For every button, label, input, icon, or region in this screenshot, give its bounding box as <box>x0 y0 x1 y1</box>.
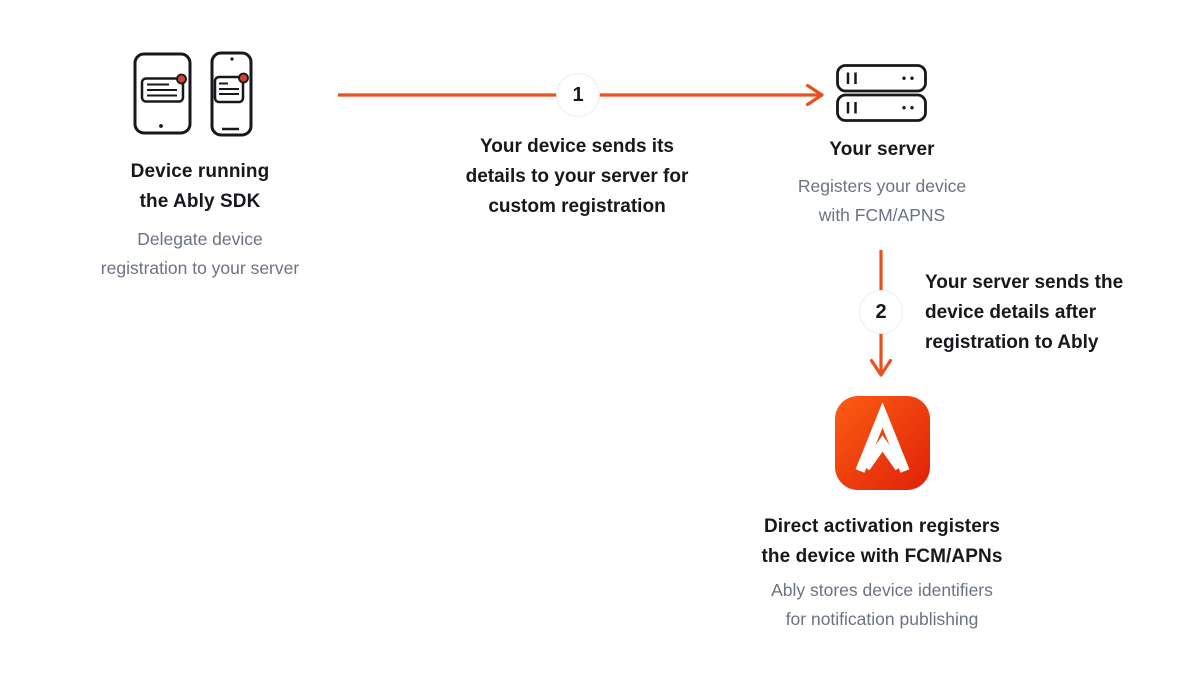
step1-number-circle: 1 <box>556 73 600 117</box>
step1-label-line: details to your server for <box>465 166 689 187</box>
server-title-line: Your server <box>829 139 935 160</box>
ably-node-title: Direct activation registers the device w… <box>722 512 1042 572</box>
server-node-title: Your server <box>782 135 982 165</box>
device-title-line: Device running <box>130 161 270 182</box>
server-node-subtitle: Registers your device with FCM/APNS <box>757 172 1007 230</box>
ably-node-subtitle: Ably stores device identifiers for notif… <box>732 576 1032 634</box>
device-node-title: Device running the Ably SDK <box>60 157 340 217</box>
step1-label: Your device sends its details to your se… <box>437 132 717 222</box>
device-subtitle-line: registration to your server <box>100 258 300 278</box>
server-subtitle-line: Registers your device <box>797 176 967 196</box>
ably-title-line: the device with FCM/APNs <box>761 546 1003 567</box>
server-subtitle-line: with FCM/APNS <box>818 205 946 225</box>
step2-label: Your server sends the device details aft… <box>925 268 1155 358</box>
step2-label-line: device details after <box>925 302 1097 323</box>
step2-number: 2 <box>875 300 887 323</box>
ably-subtitle-line: for notification publishing <box>785 609 979 629</box>
notification-badge-icon <box>238 72 249 84</box>
step2-number-circle: 2 <box>859 290 903 334</box>
step2-label-line: registration to Ably <box>925 332 1099 353</box>
step1-label-line: custom registration <box>488 196 666 217</box>
step1-label-line: Your device sends its <box>480 136 674 157</box>
device-subtitle-line: Delegate device <box>137 229 263 249</box>
ably-title-line: Direct activation registers <box>763 516 1001 537</box>
notification-badge-icon <box>176 73 187 85</box>
ably-logo-icon <box>835 396 930 490</box>
device-title-line: the Ably SDK <box>139 191 261 212</box>
step1-number: 1 <box>572 83 584 106</box>
device-tablet-phone-icon <box>133 51 253 137</box>
phone-icon <box>210 51 253 137</box>
step2-label-line: Your server sends the <box>925 272 1124 293</box>
server-stack-icon <box>836 64 927 122</box>
ably-subtitle-line: Ably stores device identifiers <box>771 580 993 600</box>
device-node-subtitle: Delegate device registration to your ser… <box>50 225 350 283</box>
tablet-icon <box>133 52 192 135</box>
